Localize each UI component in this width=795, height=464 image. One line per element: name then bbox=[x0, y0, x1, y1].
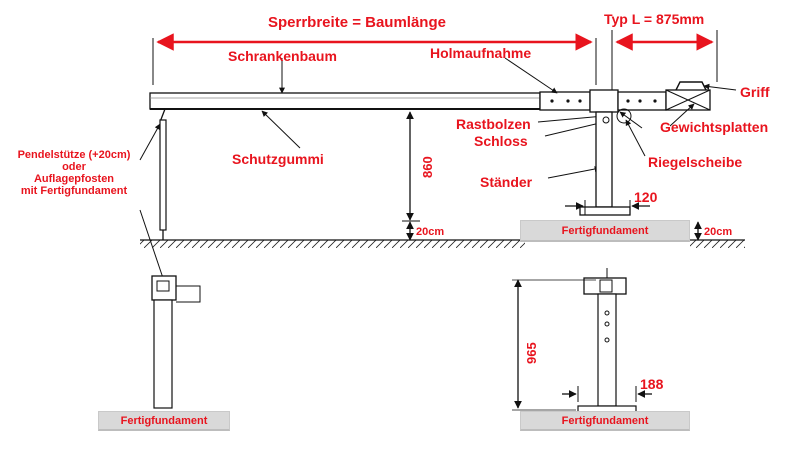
label-holmaufnahme: Holmaufnahme bbox=[430, 45, 532, 61]
bottom-left-side-view bbox=[151, 275, 201, 409]
dim-120: 120 bbox=[634, 189, 658, 205]
label-pendel-line3: Auflagepfosten bbox=[33, 173, 115, 185]
width-120-dimension bbox=[565, 200, 650, 215]
label-schrankenbaum: Schrankenbaum bbox=[228, 48, 337, 64]
label-typ: Typ L = 875mm bbox=[604, 11, 705, 27]
label-staender: Ständer bbox=[480, 174, 533, 190]
label-schutzgummi: Schutzgummi bbox=[232, 151, 324, 167]
pendulum-support bbox=[159, 108, 167, 240]
boom-arm bbox=[149, 81, 711, 113]
foundation-bottom-right: Fertigfundament bbox=[520, 411, 690, 431]
dim-965: 965 bbox=[524, 342, 539, 364]
dim-20cm-left: 20cm bbox=[416, 226, 445, 238]
dim-188: 188 bbox=[640, 376, 664, 392]
label-rastbolzen: Rastbolzen bbox=[456, 116, 531, 132]
sperrbreite-dimension bbox=[152, 33, 597, 85]
foundation-bottom-left: Fertigfundament bbox=[98, 411, 230, 431]
height-860-dimension bbox=[402, 111, 420, 241]
label-schloss: Schloss bbox=[474, 133, 528, 149]
label-sperrbreite: Sperrbreite = Baumlänge bbox=[268, 14, 446, 31]
label-pendel-line1: Pendelstütze (+20cm) bbox=[17, 149, 131, 161]
label-gewichtsplatten: Gewichtsplatten bbox=[660, 119, 769, 135]
label-riegelscheibe: Riegelscheibe bbox=[648, 154, 743, 170]
bottom-right-front-view bbox=[512, 268, 652, 413]
label-pendel-line2: oder bbox=[62, 161, 86, 173]
typ-dimension bbox=[611, 30, 718, 90]
label-pendel-line4: mit Fertigfundament bbox=[20, 185, 128, 197]
foundation-main: Fertigfundament bbox=[520, 220, 690, 242]
dim-20cm-right: 20cm bbox=[704, 226, 733, 238]
main-post bbox=[579, 108, 632, 216]
label-griff: Griff bbox=[740, 84, 770, 100]
dim-860: 860 bbox=[420, 156, 435, 178]
